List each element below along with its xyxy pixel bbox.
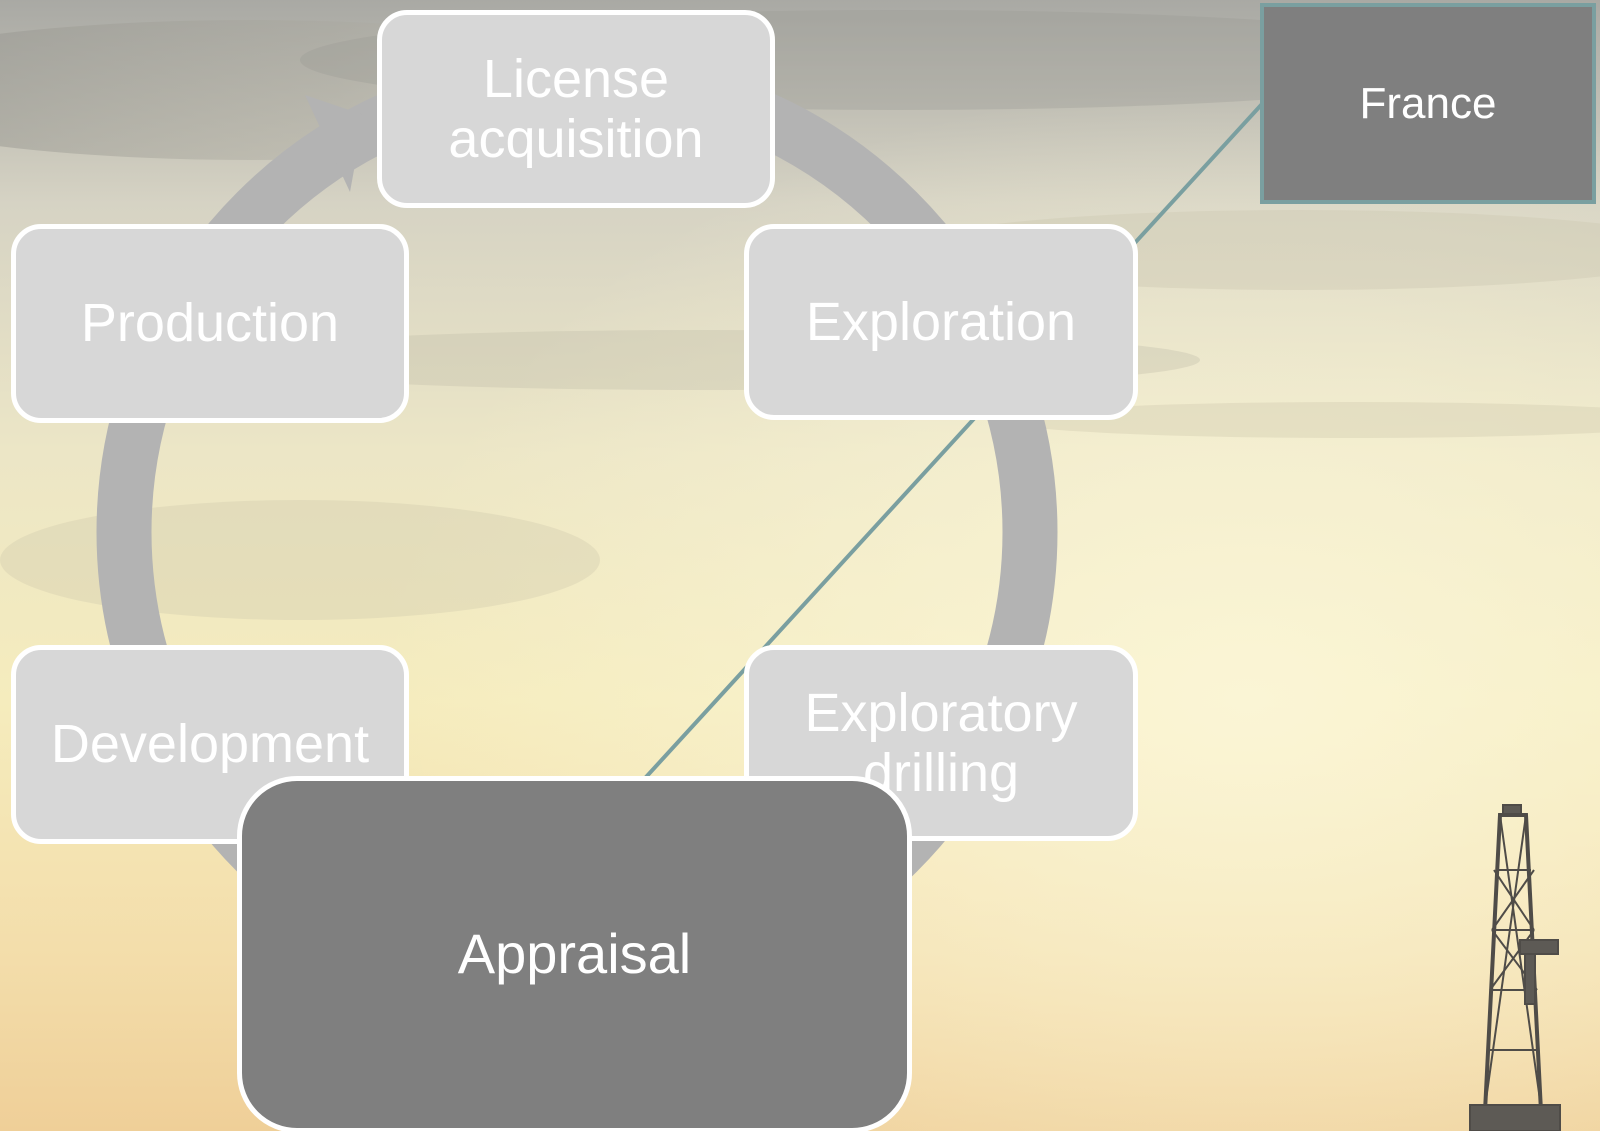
stage-label: Exploratory drilling (804, 683, 1077, 804)
stage-production: Production (11, 224, 409, 423)
callout-label: France (1359, 78, 1497, 128)
stage-appraisal: Appraisal (237, 776, 912, 1131)
stage-label-line1: License (482, 48, 670, 109)
callout-france: France (1260, 3, 1596, 204)
stage-label-line1: Exploratory (804, 682, 1078, 743)
stage-exploration: Exploration (744, 224, 1138, 420)
stage-label: Production (80, 293, 340, 354)
stage-label: License acquisition (448, 49, 703, 170)
stage-label: Development (50, 714, 370, 775)
stage-license-acquisition: License acquisition (377, 10, 775, 208)
stage-label: Exploration (805, 291, 1077, 352)
stage-label: Appraisal (457, 922, 692, 986)
stage-exploratory-drilling: Exploratory drilling (744, 645, 1138, 841)
stage-label-line2: acquisition (448, 109, 704, 169)
